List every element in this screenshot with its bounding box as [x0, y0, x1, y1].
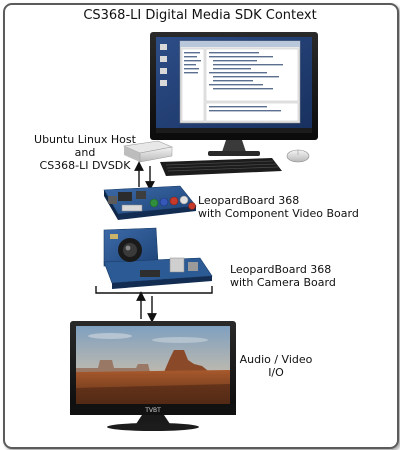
camera-board-label-line-2: with Camera Board: [230, 276, 336, 289]
host-label-line-3: CS368-LI DVSDK: [39, 159, 131, 172]
camera-board-label: LeopardBoard 368 with Camera Board: [230, 263, 336, 289]
keyboard: [160, 158, 282, 176]
component-board-label-line-2: with Component Video Board: [198, 207, 359, 220]
board-tv-connector: [95, 286, 213, 323]
component-video-board: [103, 185, 197, 220]
host-pc: [122, 140, 174, 163]
television: TVBT: [70, 321, 236, 431]
monitor: [150, 32, 318, 156]
component-board-label-line-1: LeopardBoard 368: [198, 194, 300, 207]
av-label-line-2: I/O: [268, 366, 284, 379]
host-board-arrows: [134, 161, 155, 191]
mouse: [286, 149, 310, 163]
host-label-line-1: Ubuntu Linux Host: [34, 133, 136, 146]
av-label: Audio / Video I/O: [226, 353, 326, 379]
diagram-title: CS368-LI Digital Media SDK Context: [83, 8, 317, 23]
host-label-line-2: and: [74, 146, 96, 159]
av-label-line-1: Audio / Video: [239, 353, 313, 366]
host-label: Ubuntu Linux Host and CS368-LI DVSDK: [20, 133, 150, 172]
camera-board-label-line-1: LeopardBoard 368: [230, 263, 332, 276]
tv-brand-logo: TVBT: [144, 407, 161, 414]
component-board-label: LeopardBoard 368 with Component Video Bo…: [198, 194, 359, 220]
camera-board: [103, 227, 213, 289]
